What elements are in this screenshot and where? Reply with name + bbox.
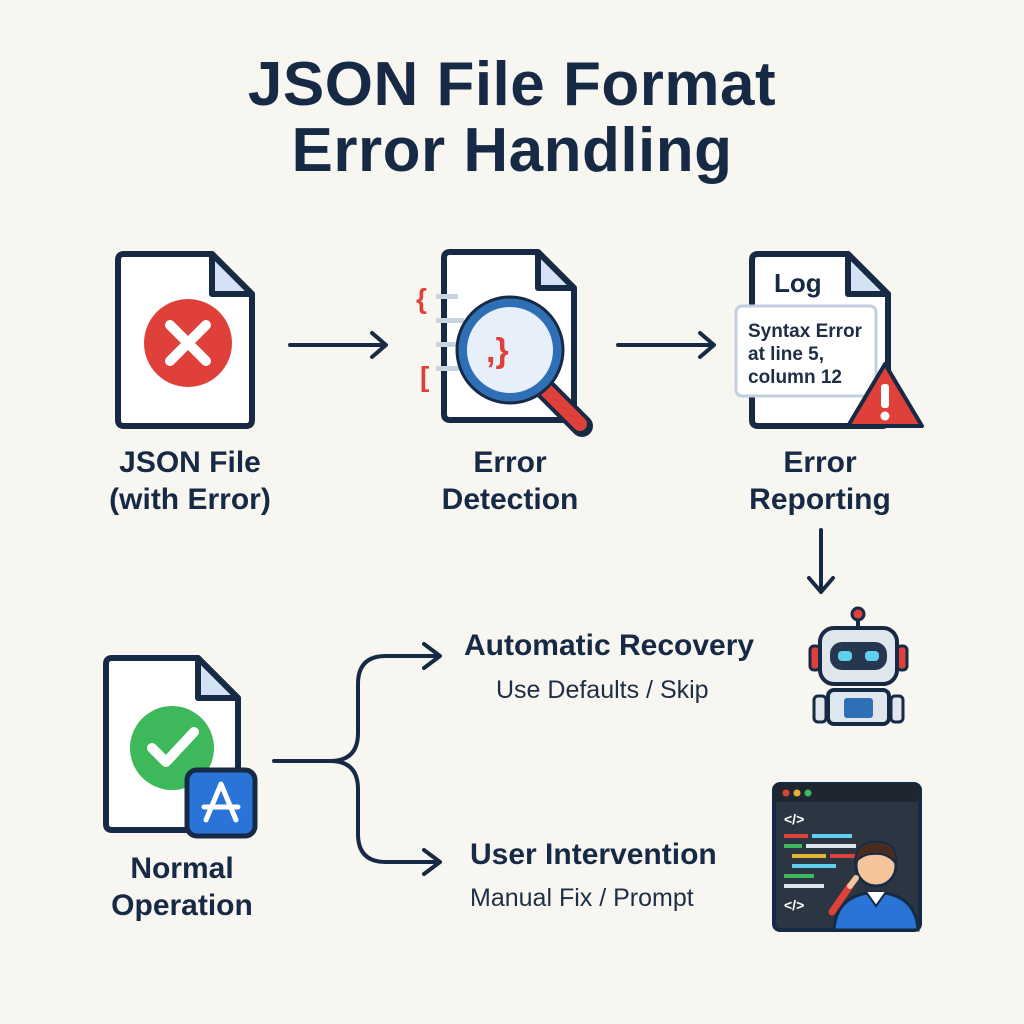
automatic-recovery-title: Automatic Recovery xyxy=(464,629,755,662)
arrow-down xyxy=(807,528,835,594)
user-intervention-subtitle: Manual Fix / Prompt xyxy=(470,884,694,912)
log-line-3: column 12 xyxy=(748,367,842,388)
branch-arrows xyxy=(272,642,442,876)
log-line-1: Syntax Error xyxy=(748,321,863,342)
arrow-right xyxy=(616,331,716,359)
step-label-error-detection: Error Detection xyxy=(441,446,579,516)
file-check-app-icon xyxy=(103,655,258,839)
magnifier-icon: { [ ,} xyxy=(416,249,593,437)
normal-operation-label: Normal Operation xyxy=(111,852,253,922)
log-header: Log xyxy=(774,268,822,298)
title-line-2: Error Handling xyxy=(291,116,733,185)
file-error-icon xyxy=(115,251,255,429)
log-line-2: at line 5, xyxy=(748,344,824,365)
arrow-right xyxy=(288,331,388,359)
log-warning-icon: Log Syntax Error at line 5, column 12 xyxy=(734,251,924,429)
step-label-error-reporting: Error Reporting xyxy=(749,446,891,516)
diagram-title: JSON File Format Error Handling xyxy=(0,52,1024,184)
automatic-recovery-subtitle: Use Defaults / Skip xyxy=(496,676,709,704)
code-tag-top: </> xyxy=(784,811,804,827)
title-line-1: JSON File Format xyxy=(247,50,777,119)
step-label-json-file: JSON File (with Error) xyxy=(109,446,271,516)
robot-icon xyxy=(808,606,909,726)
bracket-glyph: [ xyxy=(420,361,429,392)
brace-glyph: { xyxy=(416,283,427,314)
code-tag-bottom: </> xyxy=(784,897,804,913)
developer-icon: </> </> xyxy=(772,782,922,932)
code-glyph: ,} xyxy=(486,332,509,370)
user-intervention-title: User Intervention xyxy=(470,838,717,871)
